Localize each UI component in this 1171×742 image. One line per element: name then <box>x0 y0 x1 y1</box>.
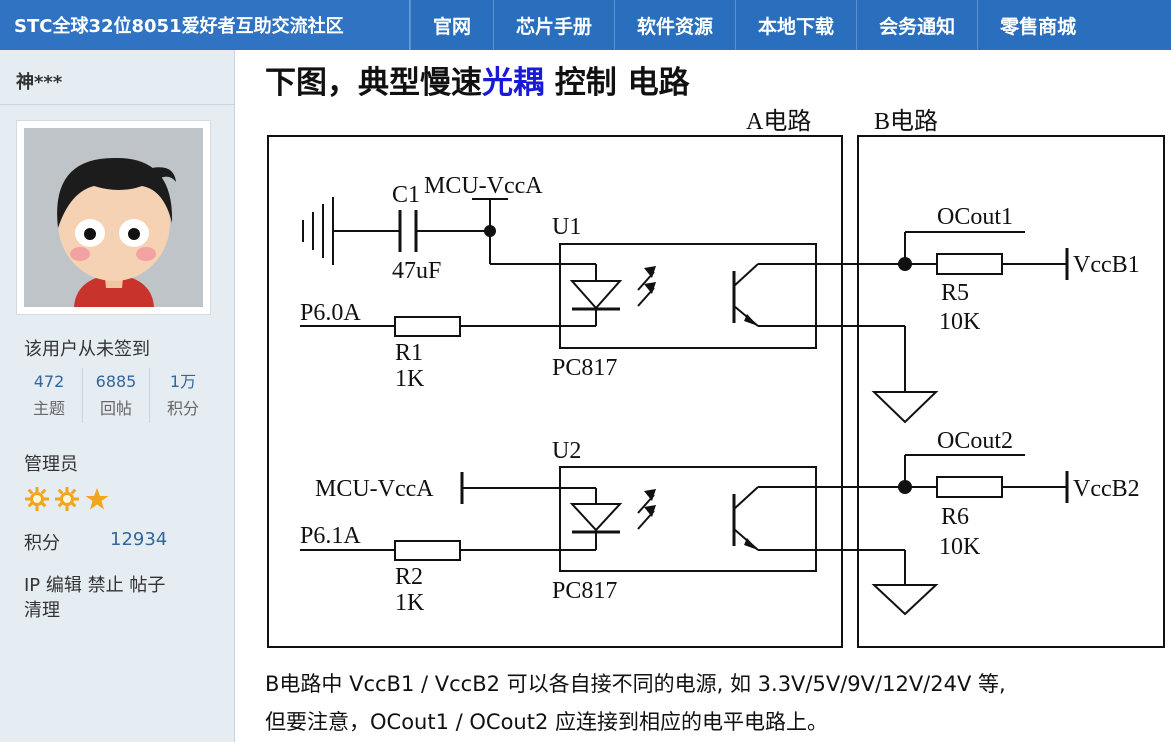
mcu-vcca-top-label: MCU-VccA <box>424 173 543 199</box>
nav-item-software[interactable]: 软件资源 <box>614 0 735 50</box>
posts-link[interactable]: 帖子 <box>129 575 166 596</box>
top-nav: STC全球32位8051爱好者互助交流社区 官网 芯片手册 软件资源 本地下载 … <box>0 0 1171 50</box>
r6-label: R6 <box>941 504 969 530</box>
pc817-2-label: PC817 <box>552 578 617 604</box>
heading-text-pre: 下图，典型慢速 <box>265 65 482 101</box>
r5-value-label: 10K <box>939 309 981 335</box>
heading-highlight: 光耦 <box>482 65 544 101</box>
stat-points[interactable]: 1万 积分 <box>150 368 216 423</box>
c1-value-label: 47uF <box>392 258 441 284</box>
nav-item-notice[interactable]: 会务通知 <box>856 0 977 50</box>
nav-item-official[interactable]: 官网 <box>410 0 493 50</box>
stat-threads-label: 主题 <box>32 399 65 418</box>
stat-replies-value[interactable]: 6885 <box>95 372 137 391</box>
sign-status: 该用户从未签到 <box>24 339 150 360</box>
admin-tools: IP 编辑 禁止 帖子 清理 <box>24 573 224 623</box>
divider <box>0 104 235 105</box>
c1-label: C1 <box>392 182 420 208</box>
avatar-image <box>24 128 203 307</box>
sun-rank-icon <box>55 487 79 511</box>
r2-label: R2 <box>395 564 423 590</box>
sun-rank-icon <box>25 487 49 511</box>
p61a-label: P6.1A <box>300 523 361 549</box>
nav-item-download[interactable]: 本地下载 <box>735 0 856 50</box>
r6-value-label: 10K <box>939 534 981 560</box>
optocoupler-u2 <box>559 466 817 572</box>
optocoupler-u1 <box>559 243 817 349</box>
stat-replies[interactable]: 6885 回帖 <box>83 368 150 423</box>
ip-link[interactable]: IP <box>24 575 41 596</box>
u2-label: U2 <box>552 438 581 464</box>
p60a-label: P6.0A <box>300 300 361 326</box>
edit-link[interactable]: 编辑 <box>45 575 82 596</box>
r1-value-label: 1K <box>395 366 425 392</box>
r5-label: R5 <box>941 280 969 306</box>
ocout1-label: OCout1 <box>937 204 1013 230</box>
nav-item-datasheet[interactable]: 芯片手册 <box>493 0 614 50</box>
stat-points-label: 积分 <box>166 399 199 418</box>
box-b-title: B电路 <box>874 108 938 135</box>
user-stats: 472 主题 6885 回帖 1万 积分 <box>16 368 216 423</box>
pc817-1-label: PC817 <box>552 355 617 381</box>
avatar[interactable] <box>16 120 211 315</box>
ocout2-label: OCout2 <box>937 428 1013 454</box>
post-heading: 下图，典型慢速光耦 控制 电路 <box>265 57 690 102</box>
cartoon-avatar-icon <box>24 128 203 307</box>
star-rank-icon <box>85 488 109 510</box>
user-profile-sidebar: 神*** 该用户从未签到 472 主题 6 <box>0 50 235 742</box>
stat-threads-value[interactable]: 472 <box>33 372 65 391</box>
points-label: 积分 <box>24 533 60 554</box>
nav-item-shop[interactable]: 零售商城 <box>977 0 1098 50</box>
mcu-vcca-bottom-label: MCU-VccA <box>315 476 434 502</box>
clear-link[interactable]: 清理 <box>24 600 60 621</box>
r2-value-label: 1K <box>395 590 425 616</box>
stat-replies-label: 回帖 <box>99 399 132 418</box>
post-note: B电路中 VccB1 / VccB2 可以各自接不同的电源, 如 3.3V/5V… <box>265 665 1006 741</box>
rank-stars <box>24 486 110 512</box>
user-role[interactable]: 管理员 <box>24 454 78 475</box>
r1-label: R1 <box>395 340 423 366</box>
points-value: 12934 <box>110 529 168 550</box>
ban-link[interactable]: 禁止 <box>87 575 124 596</box>
box-a-title: A电路 <box>746 108 811 135</box>
username[interactable]: 神*** <box>16 72 63 93</box>
circuit-b-box <box>857 135 1165 648</box>
u1-label: U1 <box>552 214 581 240</box>
circuit-a-box <box>267 135 843 648</box>
vccb1-label: VccB1 <box>1073 252 1140 278</box>
note-line-2: 但要注意，OCout1 / OCout2 应连接到相应的电平电路上。 <box>265 710 828 734</box>
stat-points-value[interactable]: 1万 <box>169 372 197 391</box>
vccb2-label: VccB2 <box>1073 476 1140 502</box>
heading-text-post: 控制 电路 <box>544 65 690 101</box>
optocoupler-circuit-diagram: A电路 B电路 C1 MCU-VccA 47uF U1 P6.0A R1 1K … <box>267 108 1165 648</box>
site-title[interactable]: STC全球32位8051爱好者互助交流社区 <box>0 0 410 50</box>
note-line-1: B电路中 VccB1 / VccB2 可以各自接不同的电源, 如 3.3V/5V… <box>265 672 1006 696</box>
stat-threads[interactable]: 472 主题 <box>16 368 83 423</box>
